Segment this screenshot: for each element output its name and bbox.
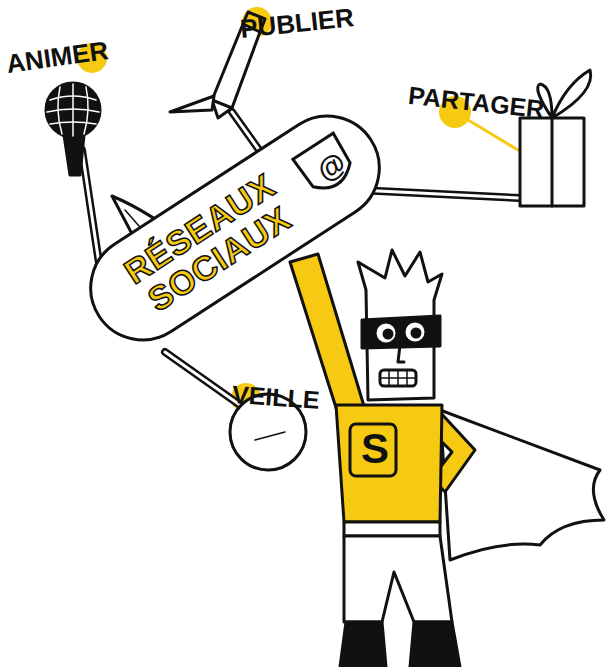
tool-label: VEILLE bbox=[231, 382, 320, 413]
chest-emblem: S bbox=[361, 428, 389, 470]
knife-body: RÉSEAUX SOCIAUX bbox=[67, 92, 404, 364]
tool-label: PARTAGER bbox=[407, 83, 545, 122]
